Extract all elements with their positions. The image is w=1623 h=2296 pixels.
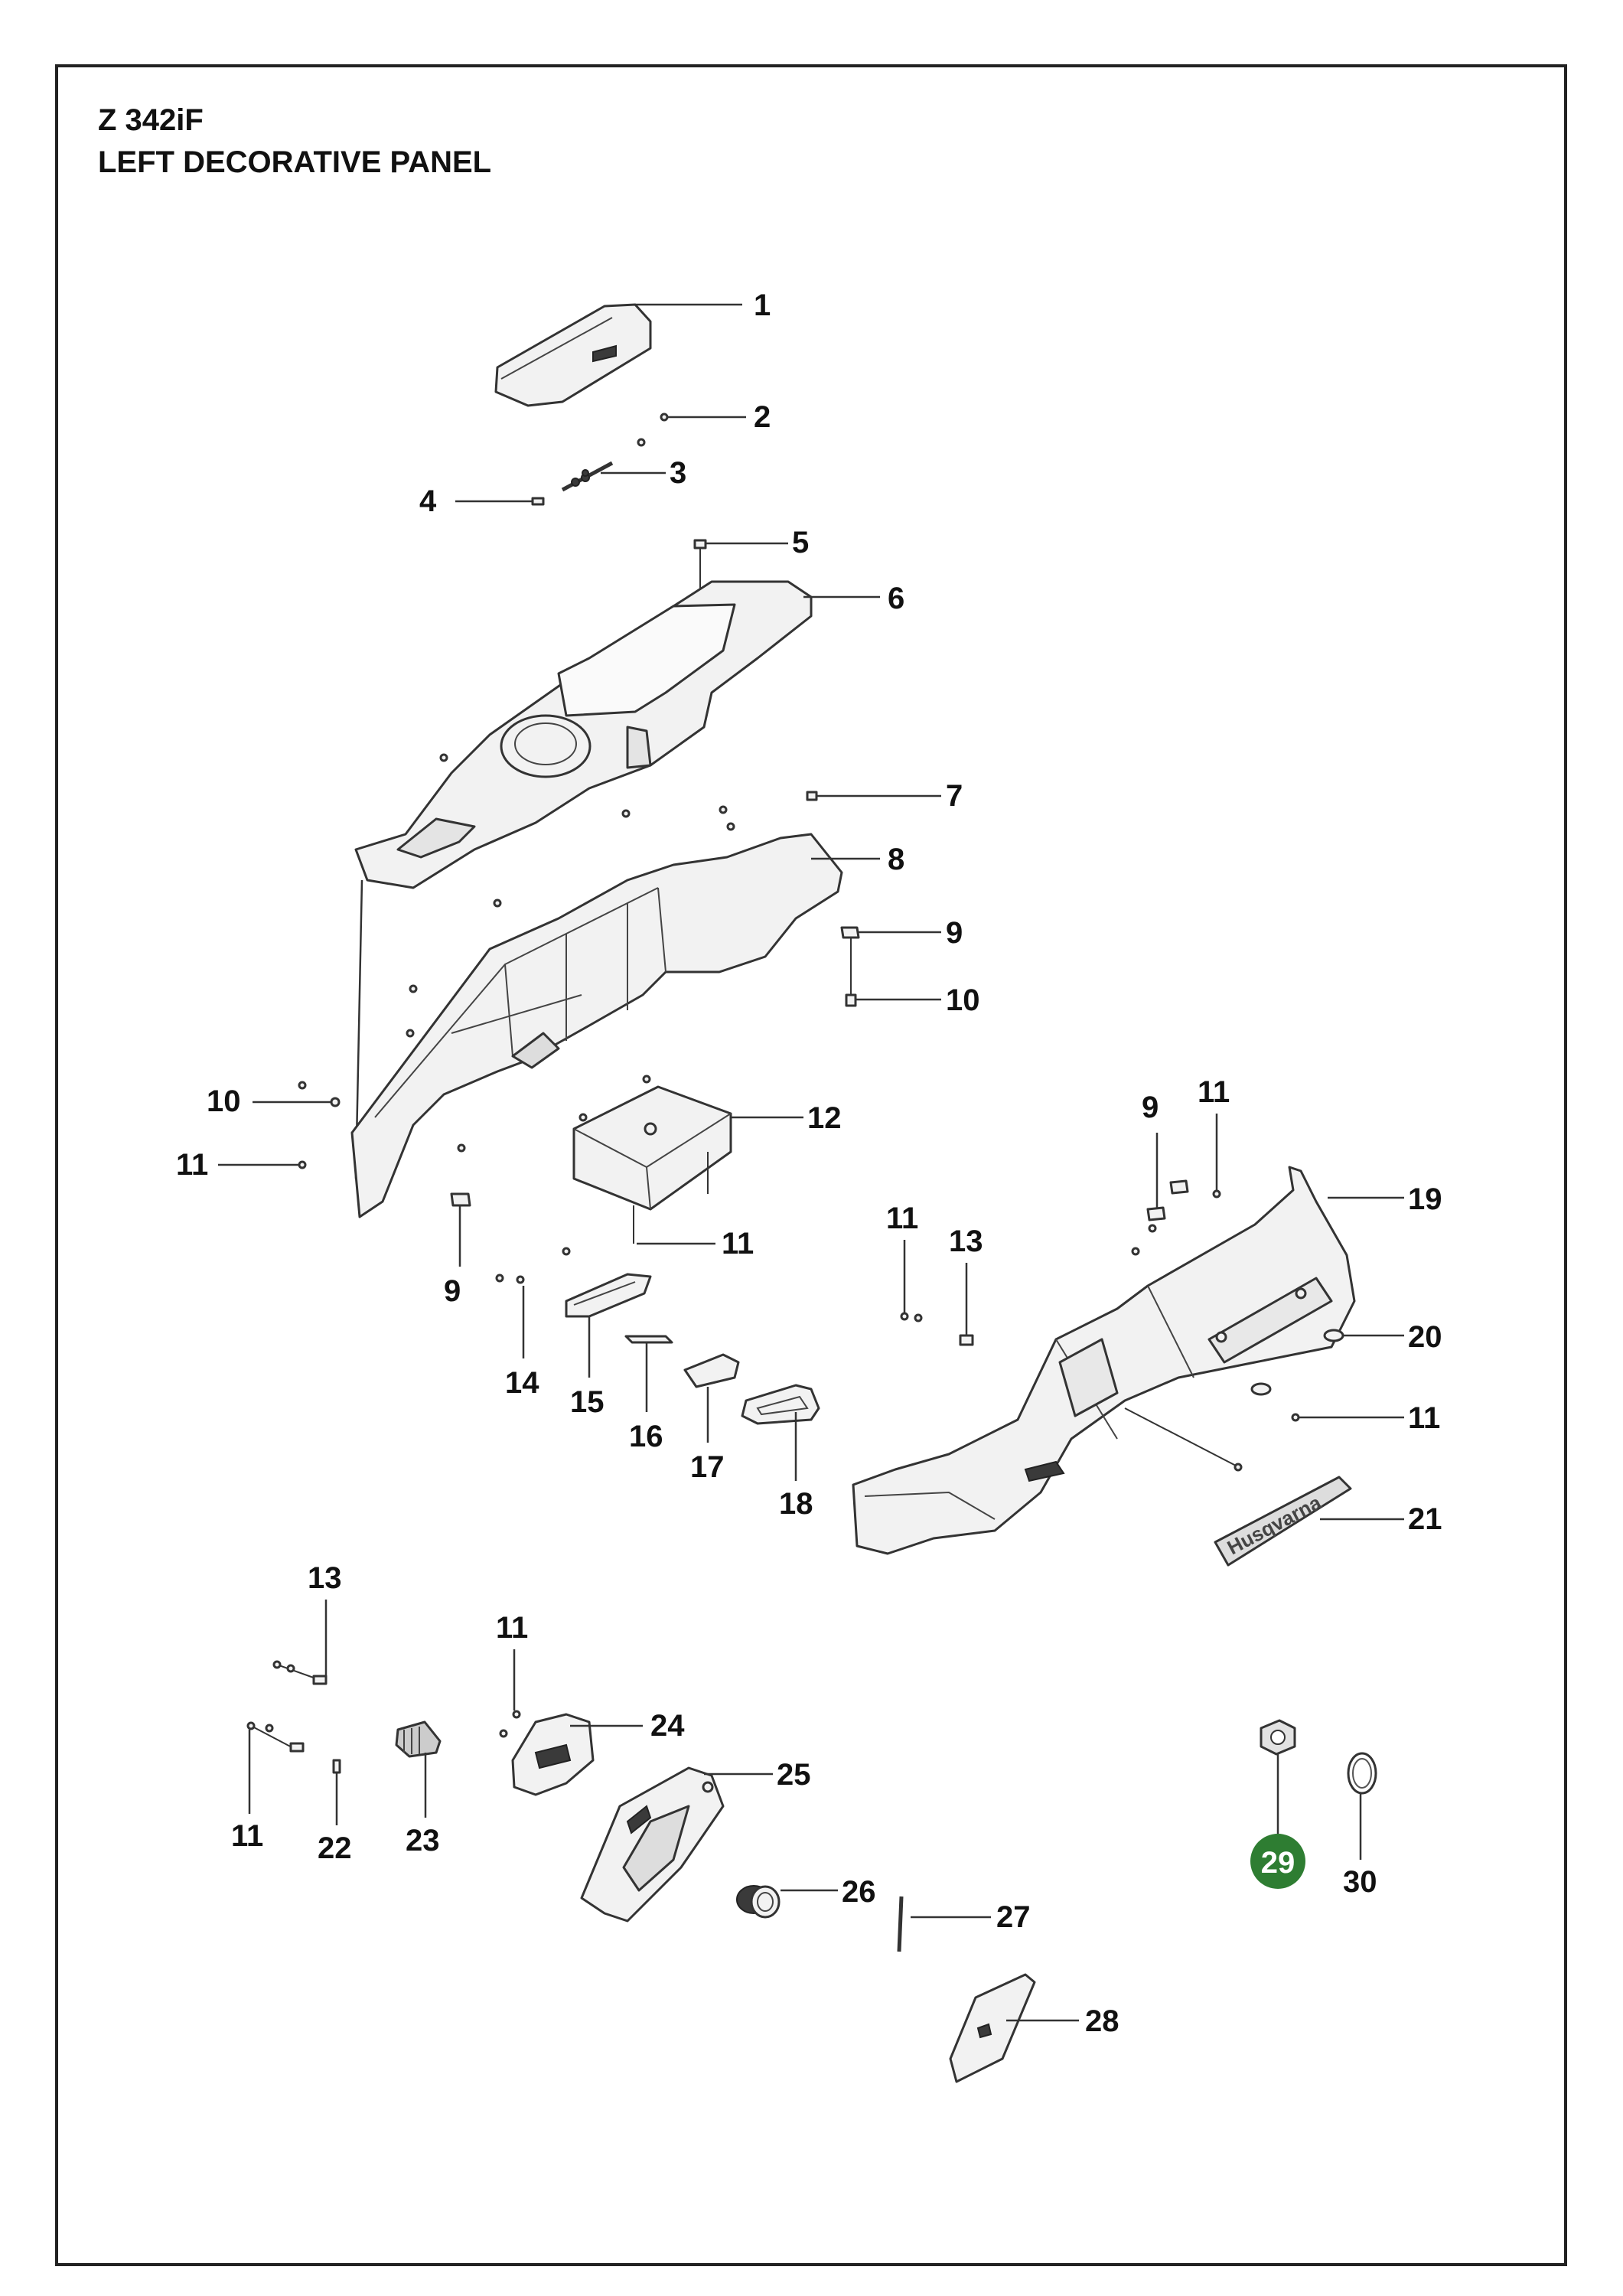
part-9-clip-upper xyxy=(840,926,860,939)
diagram-title: LEFT DECORATIVE PANEL xyxy=(98,145,492,179)
part-23-grommet xyxy=(395,1720,442,1758)
page-frame xyxy=(55,64,1567,2266)
callout-17: 17 xyxy=(690,1450,725,1484)
part-9-clip-right xyxy=(1146,1206,1166,1221)
part-5-screw xyxy=(693,539,707,593)
callout-26: 26 xyxy=(842,1875,876,1909)
callout-3: 3 xyxy=(670,456,686,490)
part-20-plug xyxy=(1323,1329,1344,1342)
part-14-screw xyxy=(495,1274,504,1283)
part-28-cover xyxy=(949,1973,1036,2083)
callout-9a: 9 xyxy=(946,916,963,950)
callout-11e: 11 xyxy=(1408,1401,1440,1435)
husqvarna-logo-text: Husqvarna xyxy=(1224,1490,1325,1559)
part-2-screw xyxy=(660,413,669,422)
callout-8: 8 xyxy=(888,843,904,876)
part-24-mount xyxy=(499,1710,595,1796)
callout-5: 5 xyxy=(792,526,809,559)
part-21-decal: Husqvarna xyxy=(1214,1476,1352,1567)
part-15-latch xyxy=(562,1247,652,1318)
part-30-oring xyxy=(1347,1752,1377,1795)
callout-19: 19 xyxy=(1408,1182,1442,1216)
part-19-fender xyxy=(852,1166,1356,1555)
part-17-bracket xyxy=(683,1353,740,1388)
part-8-side-panel xyxy=(350,805,843,1218)
callout-9c: 9 xyxy=(1142,1091,1159,1124)
callout-2: 2 xyxy=(754,400,771,434)
callout-1: 1 xyxy=(754,289,771,322)
callout-21: 21 xyxy=(1408,1502,1442,1536)
callout-10b: 10 xyxy=(207,1084,241,1118)
part-4-pin xyxy=(531,497,545,506)
part-11-screw-left xyxy=(298,1160,307,1169)
part-10-screw-left xyxy=(298,1081,307,1090)
callout-11b: 11 xyxy=(722,1227,754,1261)
callout-30: 30 xyxy=(1343,1865,1377,1899)
part-13-connector-low xyxy=(272,1660,328,1685)
callout-6: 6 xyxy=(888,582,904,615)
callout-22: 22 xyxy=(318,1831,352,1865)
part-27-rod xyxy=(897,1896,904,1952)
part-1-lid xyxy=(494,303,652,407)
callout-27: 27 xyxy=(996,1900,1031,1934)
callout-25: 25 xyxy=(777,1758,811,1792)
callout-16: 16 xyxy=(629,1420,663,1453)
callout-29-highlight-badge xyxy=(1250,1834,1305,1889)
part-11-bolt-low xyxy=(246,1721,305,1753)
part-26-knob xyxy=(736,1885,781,1919)
callout-11d: 11 xyxy=(886,1202,918,1235)
model-name: Z 342iF xyxy=(98,103,204,137)
part-11-screw-right xyxy=(1291,1413,1300,1422)
callout-7: 7 xyxy=(946,779,963,813)
callout-28: 28 xyxy=(1085,2004,1119,2038)
callout-13b: 13 xyxy=(308,1561,342,1595)
part-11-screw-mid xyxy=(900,1312,909,1321)
part-29-nut xyxy=(1260,1719,1296,1756)
callout-11g: 11 xyxy=(496,1611,528,1645)
callout-11a: 11 xyxy=(176,1148,208,1182)
callout-15: 15 xyxy=(570,1385,605,1419)
part-18-bezel xyxy=(741,1384,820,1425)
callout-18: 18 xyxy=(779,1487,813,1521)
part-13-nut-mid xyxy=(959,1334,974,1346)
callout-29: 29 xyxy=(1261,1846,1295,1880)
part-22-pin xyxy=(332,1759,341,1774)
part-25-housing xyxy=(580,1766,725,1923)
part-7-screw xyxy=(806,791,818,801)
part-12-plate xyxy=(572,1075,732,1244)
callout-24: 24 xyxy=(650,1709,685,1743)
callout-14: 14 xyxy=(505,1366,539,1400)
callout-11c: 11 xyxy=(1198,1075,1230,1109)
callout-23: 23 xyxy=(406,1824,440,1857)
part-3-hinge xyxy=(561,438,646,492)
callout-9b: 9 xyxy=(444,1274,461,1308)
part-10-screw-upper xyxy=(845,993,857,1007)
part-9-clip-left xyxy=(450,1192,471,1207)
callout-11f: 11 xyxy=(231,1819,263,1853)
callout-12: 12 xyxy=(807,1101,842,1135)
callout-13a: 13 xyxy=(949,1225,983,1258)
callout-20: 20 xyxy=(1408,1320,1442,1354)
part-6-upper-panel xyxy=(354,580,813,1179)
part-16-plate xyxy=(624,1335,673,1344)
callout-4: 4 xyxy=(419,484,437,518)
callout-10a: 10 xyxy=(946,983,980,1017)
